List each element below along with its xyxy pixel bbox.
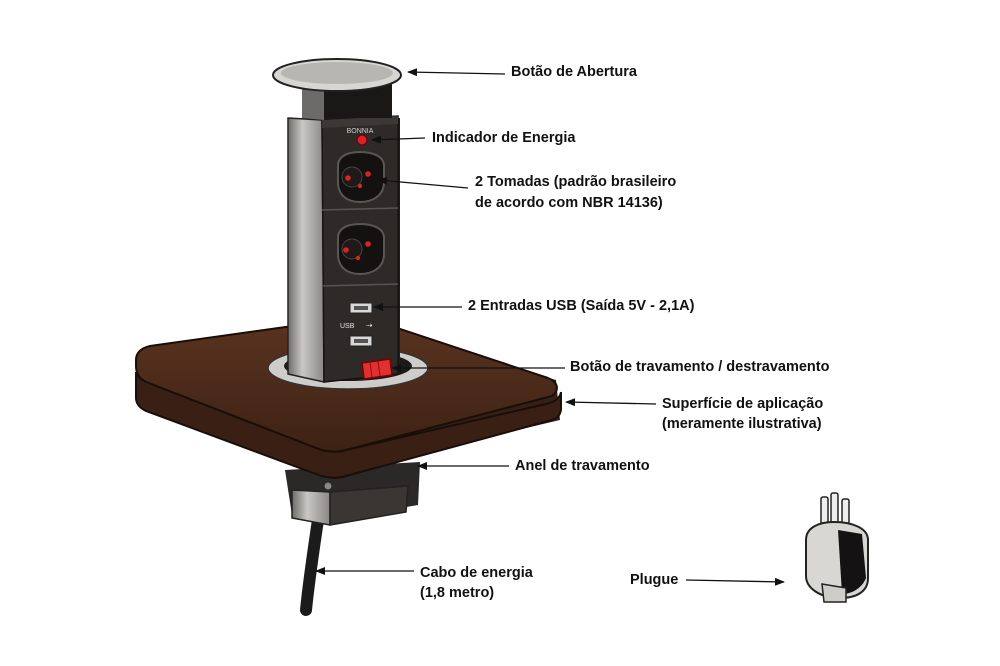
arrow-sockets bbox=[377, 176, 469, 189]
power-indicator-light bbox=[356, 134, 368, 146]
plug-illustration bbox=[805, 492, 869, 603]
power-socket-2 bbox=[337, 222, 385, 276]
label-plug: Plugue bbox=[630, 572, 679, 588]
usb-symbol-icon: ⇢ bbox=[366, 321, 373, 330]
label-opening-button: Botão de Abertura bbox=[511, 64, 637, 80]
lock-button[interactable] bbox=[361, 358, 393, 380]
opening-button[interactable] bbox=[272, 58, 402, 120]
label-surface-line1: Superfície de aplicação bbox=[662, 396, 824, 412]
usb-ports: USB ⇢ bbox=[340, 302, 373, 347]
label-cable-line1: Cabo de energia bbox=[420, 565, 533, 581]
lock-ring bbox=[285, 462, 420, 526]
label-surface-line2: (meramente ilustrativa) bbox=[662, 416, 822, 432]
arrow-plug bbox=[685, 577, 785, 586]
label-lock-ring: Anel de travamento bbox=[515, 458, 650, 474]
usb-label: USB bbox=[340, 323, 355, 330]
arrow-surface bbox=[565, 398, 657, 407]
power-socket-1 bbox=[337, 150, 385, 204]
label-cable-line2: (1,8 metro) bbox=[420, 585, 495, 601]
label-usb-ports: 2 Entradas USB (Saída 5V - 2,1A) bbox=[468, 298, 695, 314]
label-sockets-line2: de acordo com NBR 14136) bbox=[475, 195, 663, 211]
power-cable bbox=[300, 514, 324, 616]
label-lock-button: Botão de travamento / destravamento bbox=[570, 359, 830, 375]
arrow-opening-button bbox=[407, 68, 506, 77]
label-power-indicator: Indicador de Energia bbox=[432, 130, 576, 146]
label-sockets-line1: 2 Tomadas (padrão brasileiro bbox=[475, 174, 677, 190]
brand-logo: BONNIA bbox=[347, 128, 374, 135]
arrow-power-indicator bbox=[371, 135, 426, 144]
callout-arrows bbox=[315, 68, 785, 586]
